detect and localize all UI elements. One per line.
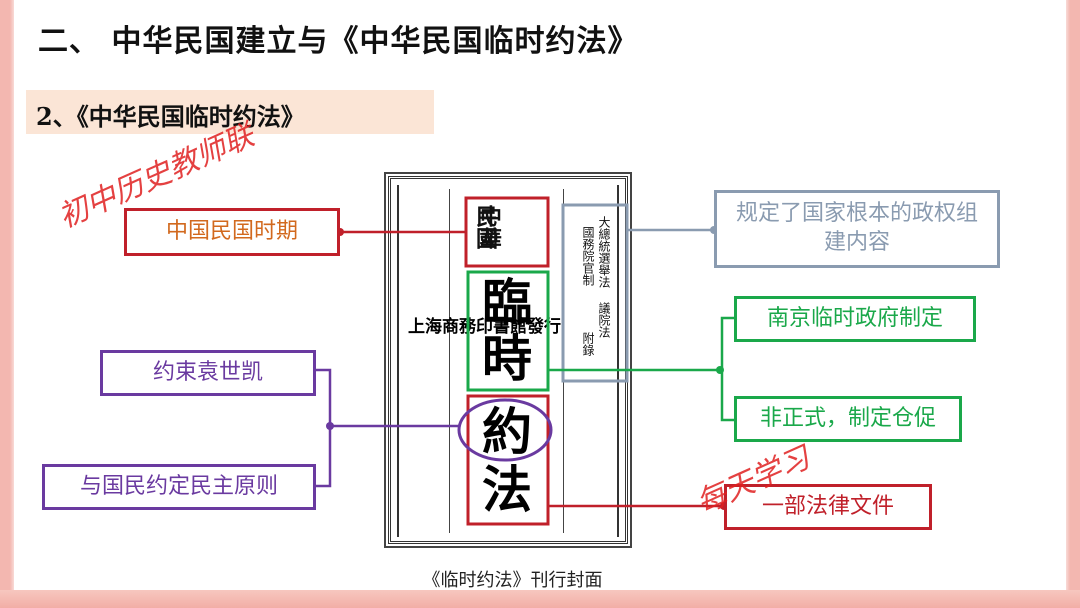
- cover-appendix-cabinet: 國務院官制: [581, 226, 595, 286]
- cover-char-yue: 約: [482, 402, 532, 461]
- bracket-green: [720, 316, 734, 422]
- label-agreement: 与国民约定民主原则: [42, 464, 316, 510]
- label-nanjing: 南京临时政府制定: [734, 296, 976, 342]
- cover-frame-left: [397, 185, 399, 537]
- highlight-box-appendix: [561, 203, 629, 383]
- cover-char-lin: 臨: [482, 273, 532, 332]
- cover-appendix-election-law: 大總統選舉法: [597, 216, 611, 288]
- cover-appendix-parliament: 議院法: [597, 302, 611, 338]
- label-informal: 非正式，制定仓促: [734, 396, 962, 442]
- cover-title-zhonghua: 中華: [476, 205, 502, 249]
- cover-appendix-label: 附錄: [581, 332, 595, 356]
- highlight-box-title: [464, 196, 550, 268]
- cover-char-fa: 法: [482, 460, 532, 519]
- cover-frame-right: [617, 185, 619, 537]
- label-period: 中国民国时期: [124, 208, 340, 256]
- highlight-ellipse-yue: [457, 398, 553, 462]
- cover-char-shi: 時: [482, 329, 532, 388]
- cover-publisher-text: 上海商務印書館發行: [408, 317, 561, 337]
- slide-title: 二、 中华民国建立与《中华民国临时约法》: [38, 24, 639, 59]
- label-regime: 规定了国家根本的政权组建内容: [714, 190, 1000, 268]
- highlight-box-yuefa: [466, 394, 550, 526]
- subtitle-background: [26, 90, 434, 134]
- cover-column-line: [449, 189, 450, 533]
- image-caption: 《临时约法》刊行封面: [422, 570, 603, 591]
- bottom-band: [0, 590, 1080, 608]
- highlight-box-linshi: [466, 270, 550, 392]
- cover-title-minguo: 民國: [472, 205, 498, 249]
- label-restrict: 约束袁世凯: [100, 350, 316, 396]
- label-law: 一部法律文件: [724, 484, 932, 530]
- slide-subtitle: 2、《中华民国临时约法》: [36, 102, 305, 131]
- connector-dot: [326, 422, 334, 430]
